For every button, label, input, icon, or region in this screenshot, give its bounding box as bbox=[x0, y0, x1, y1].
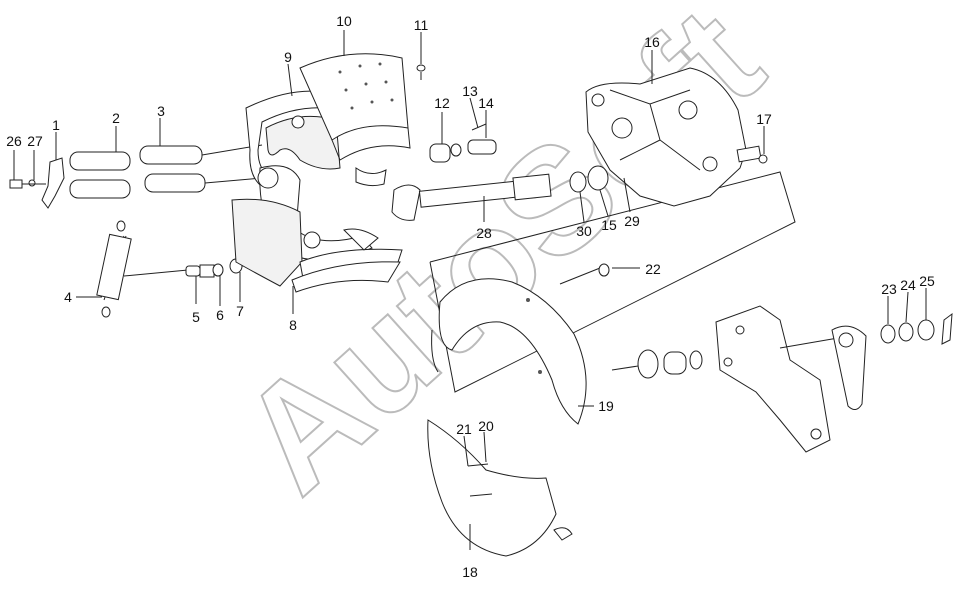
label-21: 21 bbox=[456, 421, 472, 437]
label-16: 16 bbox=[644, 34, 660, 50]
label-24: 24 bbox=[900, 277, 916, 293]
label-23: 23 bbox=[881, 281, 897, 297]
label-8: 8 bbox=[289, 317, 297, 333]
label-25: 25 bbox=[919, 273, 935, 289]
label-17: 17 bbox=[756, 111, 772, 127]
label-26: 26 bbox=[6, 133, 22, 149]
label-5: 5 bbox=[192, 309, 200, 325]
label-12: 12 bbox=[434, 95, 450, 111]
part-number-labels: 1 2 3 4 5 6 7 8 9 10 11 12 13 14 15 16 1… bbox=[6, 13, 935, 580]
label-1: 1 bbox=[52, 117, 60, 133]
brake-shoe-lower-8 bbox=[231, 165, 403, 293]
label-7: 7 bbox=[236, 303, 244, 319]
slack-adjuster bbox=[831, 325, 867, 410]
label-29: 29 bbox=[624, 213, 640, 229]
leader-lines bbox=[13, 30, 927, 550]
label-15: 15 bbox=[601, 217, 617, 233]
label-11: 11 bbox=[414, 17, 429, 33]
label-18: 18 bbox=[462, 564, 478, 580]
spring-4 bbox=[96, 220, 189, 318]
plate-1 bbox=[9, 157, 65, 209]
dust-shield-19 bbox=[431, 263, 610, 425]
label-3: 3 bbox=[157, 103, 165, 119]
camshaft-bracket bbox=[715, 305, 839, 453]
washers-23-24-25 bbox=[880, 312, 953, 345]
label-4: 4 bbox=[64, 289, 72, 305]
rivet-11 bbox=[416, 64, 426, 80]
label-22: 22 bbox=[645, 261, 661, 277]
brake-spider-16 bbox=[585, 67, 762, 207]
camshaft-28 bbox=[391, 165, 630, 221]
fitting-17 bbox=[758, 154, 768, 164]
label-14: 14 bbox=[478, 95, 494, 111]
brake-lining-10 bbox=[299, 53, 411, 187]
label-6: 6 bbox=[216, 307, 224, 323]
dust-shield-18 bbox=[427, 419, 573, 557]
label-27: 27 bbox=[27, 133, 43, 149]
bolt-13-14 bbox=[467, 123, 497, 155]
label-9: 9 bbox=[284, 49, 292, 65]
label-10: 10 bbox=[336, 13, 352, 29]
label-28: 28 bbox=[476, 225, 492, 241]
shaft-spacers bbox=[611, 349, 703, 379]
label-2: 2 bbox=[112, 110, 120, 126]
label-30: 30 bbox=[576, 223, 592, 239]
pin-2-3 bbox=[69, 144, 263, 199]
label-19: 19 bbox=[598, 398, 614, 414]
label-13: 13 bbox=[462, 83, 478, 99]
bushing-12 bbox=[429, 143, 462, 163]
label-20: 20 bbox=[478, 418, 494, 434]
